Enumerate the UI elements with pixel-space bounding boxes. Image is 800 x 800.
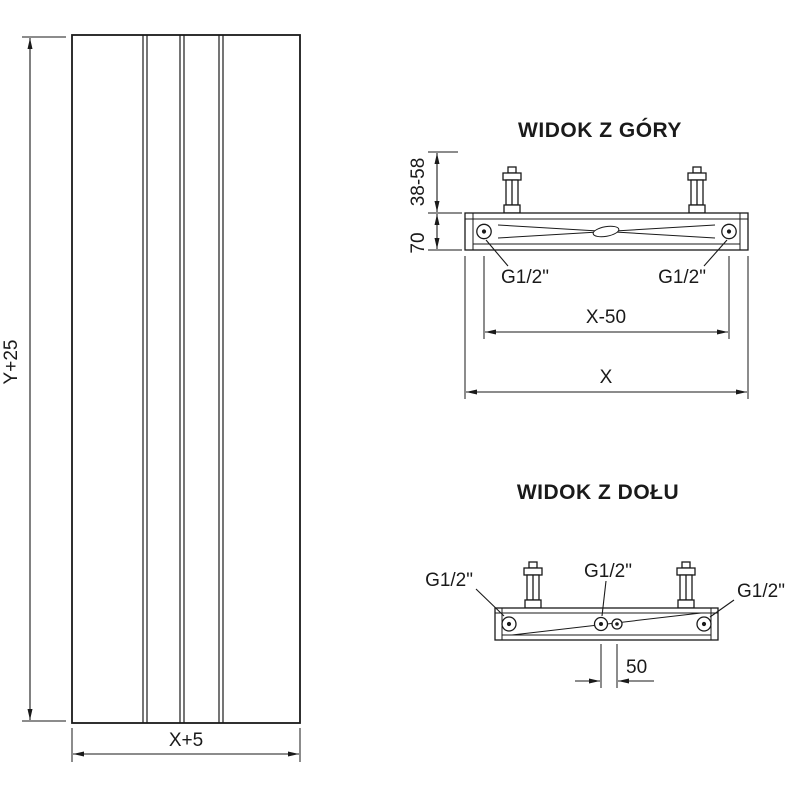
radiator-panel-seams [142, 35, 224, 723]
connection-right-label: G1/2" [658, 267, 706, 288]
connection-right-label: G1/2" [737, 581, 785, 602]
bottom-view: WIDOK Z DOŁU G1/2" G1/2" G1/2" [425, 481, 785, 688]
dim-bracket-depth-label: 38-58 [408, 158, 429, 207]
top-view-title: WIDOK Z GÓRY [518, 118, 682, 142]
crossed-pipes [497, 224, 716, 239]
dim-body-depth-label: 70 [408, 232, 429, 253]
connection-ports [476, 223, 737, 240]
connection-labels: G1/2" G1/2" [485, 239, 728, 288]
dim-height-label: Y+25 [1, 340, 22, 385]
dim-bracket-depth: 38-58 [408, 151, 462, 214]
dim-body-depth: 70 [408, 214, 462, 254]
connection-left-label: G1/2" [425, 570, 473, 591]
dim-middle-spacing-label: 50 [626, 657, 647, 678]
front-view: Y+25 X+5 [1, 34, 301, 762]
dim-height: Y+25 [1, 36, 66, 722]
dim-total-width-label: X [600, 367, 613, 388]
wall-bracket-icon [687, 166, 707, 214]
connection-ports [501, 616, 712, 632]
bottom-view-title: WIDOK Z DOŁU [517, 481, 679, 504]
connection-middle-label: G1/2" [584, 561, 632, 582]
dim-connection-spacing-label: X-50 [586, 307, 626, 328]
dim-width-label: X+5 [169, 730, 203, 751]
wall-bracket-icon [523, 561, 543, 609]
connection-left-label: G1/2" [501, 267, 549, 288]
dim-connection-spacing: X-50 [483, 256, 730, 339]
connection-labels: G1/2" G1/2" G1/2" [425, 561, 785, 618]
radiator-front-outline [71, 34, 301, 724]
dim-total-width: X [464, 256, 749, 399]
dim-width: X+5 [71, 728, 301, 762]
wall-bracket-icon [502, 166, 522, 214]
top-view: WIDOK Z GÓRY 38-58 [408, 118, 749, 399]
dim-middle-spacing: 50 [575, 644, 654, 688]
wall-bracket-icon [676, 561, 696, 609]
